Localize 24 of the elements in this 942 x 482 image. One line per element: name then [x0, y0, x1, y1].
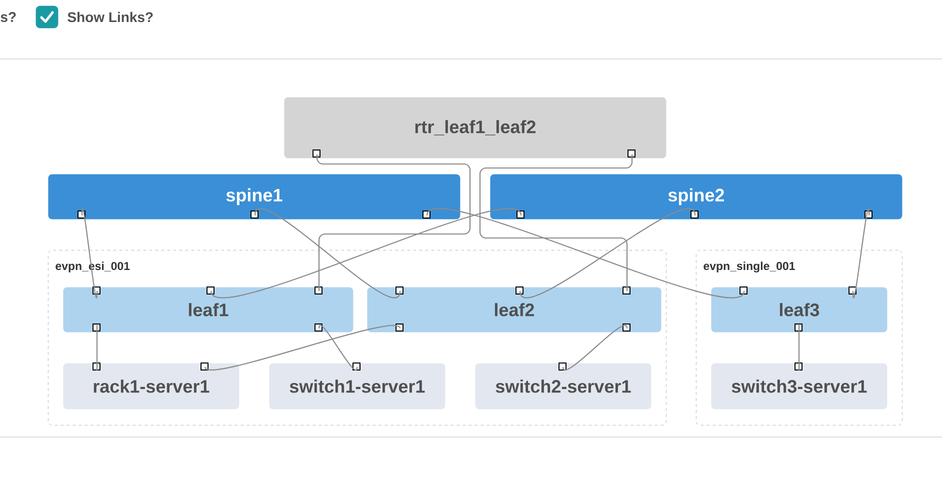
leaf-box: leaf2 [367, 286, 662, 332]
link-line [96, 326, 98, 370]
link-line [254, 208, 400, 298]
spine-box: spine2 [490, 174, 902, 220]
router-box: rtr_leaf1_leaf2 [284, 97, 666, 158]
server-box: rack1-server1 [63, 362, 240, 410]
spine-box: spine1 [48, 174, 460, 220]
server-box: switch1-server1 [269, 362, 446, 410]
label-text: s? [0, 12, 16, 22]
link-line [204, 325, 400, 370]
checkbox-label: Show Links? [68, 12, 153, 22]
link-line [852, 208, 870, 298]
link-line [81, 208, 98, 298]
link-line [798, 326, 800, 370]
link-line [562, 325, 628, 370]
server-box: switch3-server1 [711, 362, 888, 410]
server-box: switch2-server1 [475, 362, 652, 410]
link-line [520, 208, 696, 298]
leaf-box: leaf3 [711, 286, 888, 332]
leaf-box: leaf1 [63, 286, 354, 332]
link-line [318, 325, 358, 370]
link-line [316, 154, 471, 291]
link-line [426, 208, 744, 298]
link-line [210, 208, 522, 298]
